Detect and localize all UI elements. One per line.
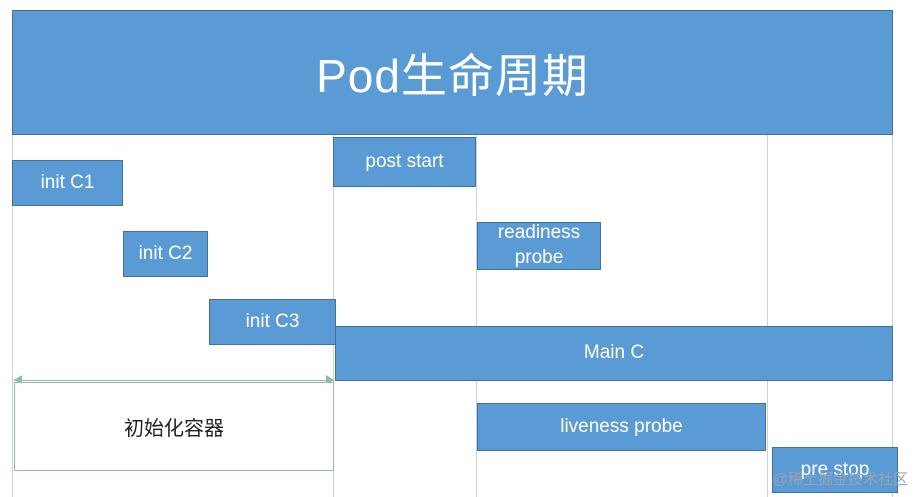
post-start-box: post start (333, 137, 476, 187)
init-c3-box: init C3 (209, 299, 336, 345)
guide-line (476, 135, 477, 497)
init-span-arrow (14, 380, 334, 381)
arrow-right-head (326, 375, 334, 385)
readiness-probe-box: readiness probe (477, 222, 601, 270)
init-c1-box: init C1 (12, 160, 123, 206)
liveness-probe-box: liveness probe (477, 403, 766, 451)
init-containers-group: 初始化容器 (14, 382, 334, 471)
init-containers-label: 初始化容器 (124, 418, 224, 440)
init-c2-box: init C2 (123, 231, 208, 277)
main-container-box: Main C (335, 326, 893, 381)
watermark: @稀土掘金技术社区 (772, 471, 908, 488)
guide-line (767, 135, 768, 497)
arrow-left-head (14, 375, 22, 385)
diagram-title: Pod生命周期 (316, 49, 589, 102)
pre-stop-box: pre stop (772, 447, 898, 493)
guide-line (892, 135, 893, 497)
title-banner: Pod生命周期 (12, 10, 893, 135)
guide-line (12, 135, 13, 497)
